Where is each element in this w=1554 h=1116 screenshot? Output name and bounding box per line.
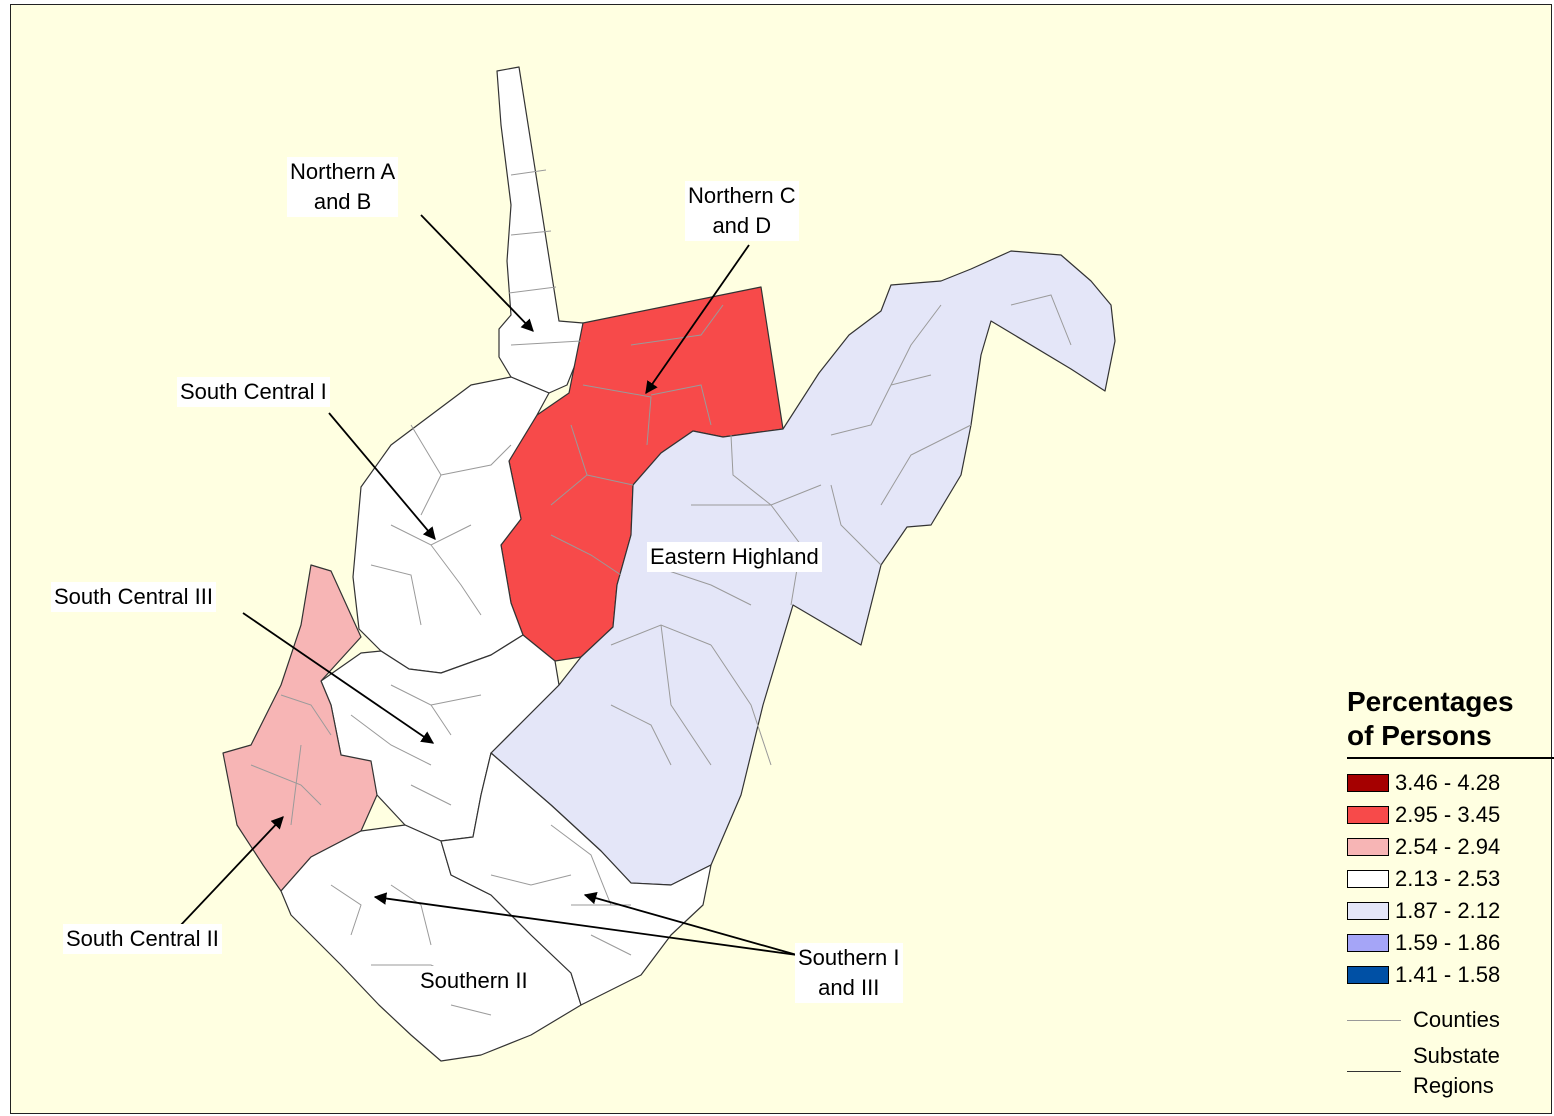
arrow-south-central-i xyxy=(328,412,436,540)
legend-swatch xyxy=(1347,774,1389,792)
legend-counties-label: Counties xyxy=(1413,1007,1500,1032)
arrow-south-central-ii xyxy=(178,816,284,928)
legend-range: 1.87 - 2.12 xyxy=(1395,898,1501,923)
legend-row: 2.13 - 2.53 xyxy=(1347,863,1554,895)
legend-row: 2.54 - 2.94 xyxy=(1347,831,1554,863)
legend-swatch xyxy=(1347,934,1389,952)
label-southern-i-iii: Southern I and III xyxy=(795,943,903,1003)
legend-line-counties: Counties xyxy=(1347,1005,1554,1035)
arrow-northern-cd xyxy=(645,244,750,395)
arrow-southern-iii xyxy=(583,892,798,956)
legend-regions-label: Substate Regions xyxy=(1413,1043,1500,1098)
legend-range: 2.54 - 2.94 xyxy=(1395,834,1501,859)
legend-swatch xyxy=(1347,966,1389,984)
legend-title: Percentages of Persons xyxy=(1347,685,1554,759)
legend: Percentages of Persons 3.46 - 4.28 2.95 … xyxy=(1347,685,1554,1101)
region-northern-ab[interactable] xyxy=(496,66,584,394)
legend-row: 3.46 - 4.28 xyxy=(1347,767,1554,799)
label-northern-cd: Northern C and D xyxy=(685,181,799,241)
label-eastern-highland: Eastern Highland xyxy=(647,542,822,572)
legend-row: 1.87 - 2.12 xyxy=(1347,895,1554,927)
regions-line-sample xyxy=(1347,1070,1401,1072)
legend-swatch xyxy=(1347,870,1389,888)
annotation-arrows xyxy=(178,214,798,956)
region-southern-i-iii[interactable] xyxy=(440,752,712,1006)
legend-range: 1.41 - 1.58 xyxy=(1395,962,1501,987)
arrow-southern-i xyxy=(373,892,798,956)
legend-range: 1.59 - 1.86 xyxy=(1395,930,1501,955)
counties-line-sample xyxy=(1347,1019,1401,1021)
label-south-central-iii: South Central III xyxy=(51,582,216,612)
map-frame: Northern A and B Northern C and D South … xyxy=(10,4,1554,1114)
legend-line-regions: Substate Regions xyxy=(1347,1041,1554,1101)
arrow-northern-ab xyxy=(420,214,534,332)
legend-range: 2.13 - 2.53 xyxy=(1395,866,1501,891)
legend-row: 1.41 - 1.58 xyxy=(1347,959,1554,991)
arrow-south-central-iii xyxy=(242,612,435,744)
legend-swatch xyxy=(1347,838,1389,856)
legend-swatch xyxy=(1347,806,1389,824)
legend-range: 3.46 - 4.28 xyxy=(1395,770,1501,795)
label-south-central-i: South Central I xyxy=(177,377,330,407)
legend-swatch xyxy=(1347,902,1389,920)
legend-classes: 3.46 - 4.28 2.95 - 3.45 2.54 - 2.94 2.13… xyxy=(1347,767,1554,991)
legend-range: 2.95 - 3.45 xyxy=(1395,802,1501,827)
county-lines xyxy=(250,169,1072,1016)
label-southern-ii: Southern II xyxy=(417,966,531,996)
legend-row: 1.59 - 1.86 xyxy=(1347,927,1554,959)
label-south-central-ii: South Central II xyxy=(63,924,222,954)
label-northern-ab: Northern A and B xyxy=(287,157,399,217)
legend-row: 2.95 - 3.45 xyxy=(1347,799,1554,831)
